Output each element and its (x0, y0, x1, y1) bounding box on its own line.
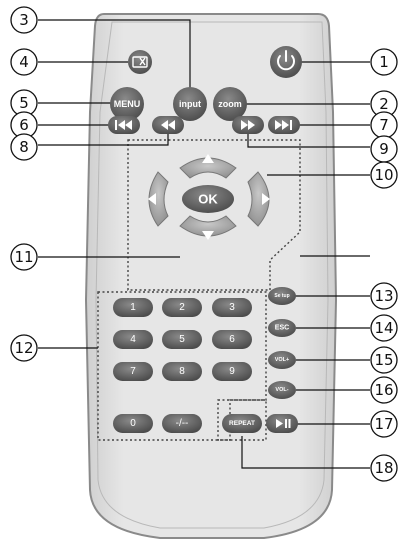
setup-label: Se tup (274, 293, 289, 299)
callout-7: 7 (371, 112, 397, 138)
digit-label-6: 6 (229, 334, 235, 345)
dash-button[interactable]: -/-- (162, 414, 202, 433)
callout-10: 10 (371, 162, 397, 188)
volume-down-label: VOL- (275, 387, 288, 393)
volume-up-label: VOL+ (275, 357, 290, 363)
callout-18: 18 (371, 455, 397, 481)
svg-text:9: 9 (379, 140, 389, 158)
repeat-button[interactable]: REPEAT (222, 414, 262, 433)
callout-13: 13 (371, 283, 397, 309)
power-button[interactable] (270, 46, 302, 78)
digit-button-3[interactable]: 3 (212, 298, 252, 317)
setup-button[interactable]: Se tup (268, 287, 296, 305)
volume-up-button[interactable]: VOL+ (268, 351, 296, 369)
svg-text:17: 17 (374, 415, 393, 433)
svg-text:18: 18 (374, 459, 393, 477)
previous-button[interactable] (108, 116, 140, 134)
menu-label: MENU (114, 99, 141, 109)
svg-text:3: 3 (19, 11, 29, 29)
svg-text:4: 4 (19, 53, 29, 71)
digit-button-0[interactable]: 0 (113, 414, 153, 433)
repeat-label: REPEAT (229, 420, 255, 427)
dash-label: -/-- (176, 418, 189, 429)
svg-text:2: 2 (379, 95, 389, 113)
callout-16: 16 (371, 377, 397, 403)
callout-8: 8 (11, 134, 37, 160)
digit-button-5[interactable]: 5 (162, 330, 202, 349)
svg-text:7: 7 (379, 116, 389, 134)
digit-label-0: 0 (130, 418, 136, 429)
next-button[interactable] (268, 116, 300, 134)
callout-1: 1 (371, 49, 397, 75)
digit-label-1: 1 (130, 302, 136, 313)
callout-12: 12 (11, 335, 37, 361)
digit-button-1[interactable]: 1 (113, 298, 153, 317)
digit-label-9: 9 (229, 366, 235, 377)
mute-button[interactable] (128, 50, 152, 74)
digit-button-4[interactable]: 4 (113, 330, 153, 349)
callout-17: 17 (371, 411, 397, 437)
digit-label-5: 5 (179, 334, 185, 345)
svg-text:16: 16 (374, 381, 393, 399)
callout-14: 14 (371, 315, 397, 341)
ok-label: OK (198, 192, 218, 207)
digit-button-8[interactable]: 8 (162, 362, 202, 381)
callout-15: 15 (371, 347, 397, 373)
fast-forward-button[interactable] (232, 116, 264, 134)
svg-text:11: 11 (14, 248, 33, 266)
digit-button-9[interactable]: 9 (212, 362, 252, 381)
zoom-label: zoom (218, 99, 242, 109)
callout-9: 9 (371, 136, 397, 162)
play-pause-button[interactable] (266, 414, 298, 433)
svg-text:14: 14 (374, 319, 393, 337)
volume-down-button[interactable]: VOL- (268, 381, 296, 399)
callout-3: 3 (11, 7, 37, 33)
callout-4: 4 (11, 49, 37, 75)
digit-button-2[interactable]: 2 (162, 298, 202, 317)
esc-button[interactable]: ESC (268, 319, 296, 337)
svg-text:5: 5 (19, 94, 29, 112)
svg-text:1: 1 (379, 53, 389, 71)
callout-11: 11 (11, 244, 37, 270)
svg-text:12: 12 (14, 339, 33, 357)
digit-button-7[interactable]: 7 (113, 362, 153, 381)
zoom-button[interactable]: zoom (213, 87, 247, 121)
digit-label-7: 7 (130, 366, 136, 377)
svg-text:6: 6 (19, 116, 29, 134)
digit-label-4: 4 (130, 334, 136, 345)
digit-label-3: 3 (229, 302, 235, 313)
svg-text:15: 15 (374, 351, 393, 369)
svg-text:13: 13 (374, 287, 393, 305)
esc-label: ESC (275, 325, 289, 332)
digit-label-2: 2 (179, 302, 185, 313)
ok-button[interactable]: OK (182, 185, 234, 213)
digit-button-6[interactable]: 6 (212, 330, 252, 349)
rewind-button[interactable] (152, 116, 184, 134)
menu-button[interactable]: MENU (110, 87, 144, 121)
input-button[interactable]: input (173, 87, 207, 121)
input-label: input (179, 99, 201, 109)
svg-text:10: 10 (374, 166, 393, 184)
svg-text:8: 8 (19, 138, 29, 156)
digit-label-8: 8 (179, 366, 185, 377)
